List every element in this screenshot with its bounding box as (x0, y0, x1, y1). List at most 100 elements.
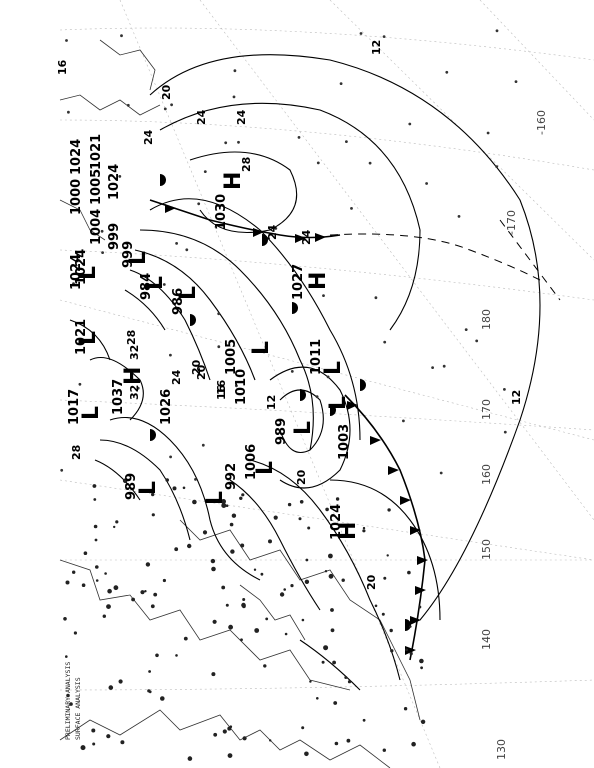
front-triangle-pip (347, 401, 358, 410)
station-dot (316, 161, 320, 165)
pressure-value: 1006 (244, 444, 259, 480)
pressure-label-stack: 1024 1000 1021 1005 1024 1024 1026 999 1… (69, 134, 249, 425)
pressure-value: 1024 (107, 164, 122, 200)
low-center: L (126, 251, 151, 265)
station-dot (113, 585, 119, 591)
station-dot (113, 525, 116, 529)
station-dot (95, 579, 99, 582)
station-dot (107, 588, 112, 594)
station-dot (78, 382, 82, 386)
station-dot (217, 345, 221, 349)
header-line: SURFACE ANALYSIS (74, 677, 82, 740)
station-dot (221, 499, 226, 504)
front-semicircle-pip (360, 379, 366, 391)
front-triangle-pip (410, 616, 421, 625)
isobar-value: 24 (235, 109, 248, 125)
station-dot (383, 576, 387, 580)
station-dot (197, 202, 201, 206)
low-center: L (136, 481, 161, 495)
station-dot (104, 572, 107, 575)
front-triangle-pip (410, 526, 421, 535)
station-dot (65, 580, 70, 585)
station-dot (194, 478, 197, 481)
isobar-value: 12 (510, 390, 523, 405)
station-dot (91, 728, 96, 733)
pressure-value: 1021 (74, 319, 89, 355)
station-dot (92, 742, 96, 746)
isobar-value: 32 (128, 385, 141, 400)
station-dot (229, 522, 234, 527)
front-triangle-pip (370, 436, 381, 445)
station-dot (328, 553, 333, 559)
station-dot (374, 604, 378, 608)
station-dot (213, 732, 218, 737)
station-dot (231, 513, 237, 518)
station-dot (339, 82, 343, 85)
station-dot (390, 649, 394, 653)
station-dot (328, 573, 334, 579)
station-dot (386, 554, 389, 557)
station-dot (333, 701, 338, 705)
pressure-value: 999 (121, 241, 136, 268)
station-dot (326, 375, 330, 379)
station-dot (118, 679, 123, 684)
station-dot (305, 558, 309, 562)
station-dot (495, 165, 499, 169)
station-dot (269, 739, 272, 742)
station-dot (224, 141, 228, 145)
pressure-value: 1021 (89, 134, 104, 170)
front-semicircle-pip (160, 174, 166, 186)
front-semicircle-pip (262, 234, 268, 246)
front-semicircle-pip (292, 302, 298, 314)
low-center: L (249, 341, 274, 355)
station-dot (321, 660, 325, 664)
station-dot (222, 729, 227, 734)
station-dot (72, 570, 76, 574)
isobar-value: 20 (295, 469, 308, 485)
station-dot (389, 628, 393, 633)
isobars (69, 54, 541, 691)
station-dot (409, 625, 412, 628)
front-triangle-pip (417, 556, 428, 565)
pressure-value: 1004 (89, 209, 104, 245)
isobar-value: 16 (215, 379, 228, 395)
station-dot (368, 161, 372, 165)
station-dot (273, 515, 278, 520)
station-dot (382, 35, 386, 38)
station-dot (346, 738, 351, 743)
station-dot (445, 70, 449, 74)
station-dot (464, 328, 468, 331)
isobar-value: 20 (190, 359, 203, 375)
pressure-value: 1024 (329, 504, 344, 540)
station-dot (212, 619, 217, 624)
pressure-value: 1024 (69, 139, 84, 175)
station-dot (100, 229, 104, 233)
station-dot (93, 498, 97, 501)
station-dot (359, 32, 363, 35)
front-triangle-pip (400, 496, 411, 505)
station-dot (304, 579, 310, 584)
station-dot (418, 605, 422, 609)
station-dot (187, 543, 192, 549)
station-dot (92, 484, 97, 488)
station-dot (335, 497, 340, 501)
lon-label: -160 (535, 110, 548, 135)
station-dot (217, 312, 221, 316)
pressure-value: 984 (139, 273, 154, 300)
station-dot (316, 697, 319, 700)
pressure-value: 1003 (337, 424, 352, 460)
pressure-value: 1010 (234, 369, 249, 405)
chart-header: PRELIMINARY ANALYSIS SURFACE ANALYSIS (64, 662, 82, 740)
station-dot (241, 493, 245, 497)
station-dot (322, 294, 325, 297)
front-triangle-pip (405, 646, 416, 655)
station-dot (332, 660, 336, 665)
station-dot (382, 748, 386, 752)
station-dot (151, 513, 155, 517)
station-dot (304, 751, 309, 757)
station-dot (140, 590, 145, 595)
station-dot (101, 251, 104, 255)
station-dot (227, 753, 233, 758)
station-dot (287, 502, 292, 507)
lon-label: 150 (480, 539, 493, 560)
